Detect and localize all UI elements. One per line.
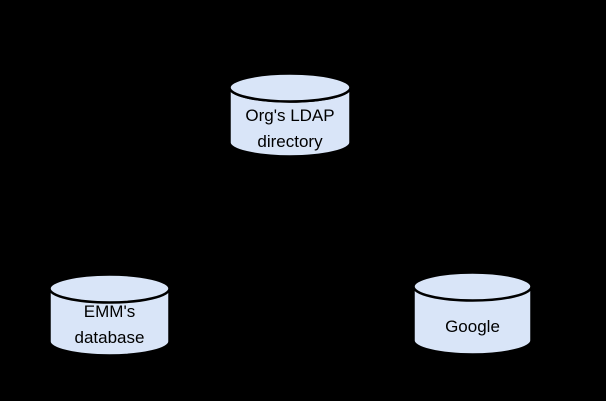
node-emm-database: EMM's database <box>48 273 171 357</box>
cylinder-body-outline <box>412 286 533 356</box>
node-ldap-directory: Org's LDAP directory <box>228 72 352 158</box>
cylinder-lid-outline <box>48 273 171 304</box>
cylinder-lid-fill <box>49 274 170 303</box>
database-cylinder-icon <box>48 273 171 357</box>
node-google: Google <box>412 271 533 356</box>
cylinder-lid-outline <box>412 271 533 302</box>
cylinder-body-outline <box>48 288 171 357</box>
database-cylinder-icon <box>228 72 352 158</box>
cylinder-lid-fill <box>413 272 532 301</box>
cylinder-lid-fill <box>229 73 351 102</box>
cylinder-body <box>49 288 170 356</box>
cylinder-lid-outline <box>228 72 352 103</box>
cylinder-body <box>229 87 351 157</box>
cylinder-body-outline <box>228 87 352 158</box>
database-cylinder-icon <box>412 271 533 356</box>
cylinder-body <box>413 286 532 355</box>
